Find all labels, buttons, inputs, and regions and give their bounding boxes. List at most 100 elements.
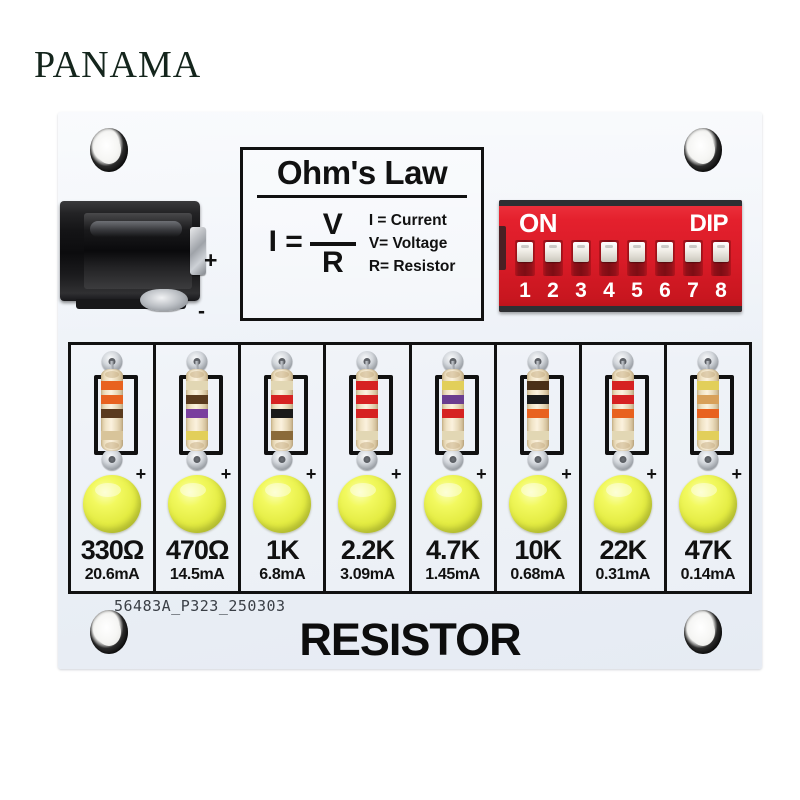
color-band-3 <box>186 409 209 418</box>
resistance-label: 2.2K <box>340 535 395 565</box>
led-anode-marker: + <box>561 464 572 484</box>
ohms-law-legend: I = Current V= Voltage R= Resistor <box>369 210 456 279</box>
legend-item-voltage: V= Voltage <box>368 234 448 252</box>
ohms-law-panel: Ohm's Law I = V R I = Current V= Voltage… <box>240 147 484 321</box>
dc-jack-pin-positive <box>190 227 206 275</box>
resistance-label: 330Ω <box>80 535 145 565</box>
dip-switch-1[interactable] <box>515 240 535 276</box>
resistor-body <box>271 369 294 451</box>
dip-top-edge <box>499 200 742 206</box>
color-band-3 <box>611 409 634 418</box>
polarity-minus-label: - <box>198 300 205 323</box>
formula-numerator: V <box>322 207 343 241</box>
led-anode-marker: + <box>476 464 487 484</box>
resistor-470Ω <box>169 351 225 471</box>
dc-jack-highlight <box>90 221 182 237</box>
color-band-3 <box>356 409 379 418</box>
solder-pad-bottom <box>356 449 378 470</box>
current-label: 14.5mA <box>169 566 225 583</box>
solder-pad-bottom <box>612 449 634 470</box>
resistor-10K <box>510 351 566 471</box>
ohms-law-title: Ohm's Law <box>276 154 448 191</box>
board-serial-number: 56483A_P323_250303 <box>114 597 286 615</box>
color-band-2 <box>526 395 549 404</box>
solder-pad-bottom <box>442 449 464 470</box>
solder-pad-bottom <box>186 449 208 470</box>
dip-switch-4[interactable] <box>599 240 619 276</box>
current-label: 3.09mA <box>340 566 395 583</box>
mounting-hole-inner <box>691 618 715 646</box>
dip-switch-actuators <box>515 240 731 276</box>
led-indicator-1 <box>83 475 142 533</box>
led-indicator-4 <box>338 475 397 533</box>
dip-switch-knob <box>629 242 645 262</box>
dc-power-jack[interactable]: + - <box>54 197 217 322</box>
current-label: 20.6mA <box>84 566 140 583</box>
dip-type-label: DIP <box>689 210 728 237</box>
dip-number-label-2: 2 <box>547 279 559 302</box>
resistance-label: 470Ω <box>165 535 230 565</box>
color-band-1 <box>356 381 379 390</box>
resistor-body <box>441 369 464 451</box>
board-title: RESISTOR <box>299 614 521 665</box>
dc-jack-body <box>60 201 200 309</box>
dip-switch-knob <box>713 242 729 262</box>
resistor-body <box>186 369 209 451</box>
dip-switch-2[interactable] <box>543 240 563 276</box>
solder-pad-bottom <box>527 449 549 470</box>
solder-pad-bottom <box>697 449 719 470</box>
color-band-4 <box>186 431 209 440</box>
dip-left-notch <box>499 226 506 270</box>
dip-switch-3[interactable] <box>571 240 591 276</box>
resistance-label: 4.7K <box>426 535 480 565</box>
dip-bottom-edge <box>499 306 742 312</box>
led-indicator-6 <box>508 475 567 533</box>
led-anode-marker: + <box>220 464 232 484</box>
dip-switch-5[interactable] <box>627 240 647 276</box>
legend-item-resistor: R= Resistor <box>368 257 456 275</box>
mounting-hole-bottom-right <box>684 610 722 654</box>
led-indicator-5 <box>423 475 482 533</box>
led-indicator-8 <box>678 475 737 533</box>
resistance-label: 47K <box>684 535 733 565</box>
color-band-1 <box>101 381 124 390</box>
formula-lhs: I = <box>268 225 303 259</box>
led-anode-marker: + <box>646 464 657 484</box>
color-band-2 <box>101 395 124 404</box>
dip-switch-7[interactable] <box>683 240 703 276</box>
color-band-1 <box>441 381 464 390</box>
color-band-2 <box>271 395 294 404</box>
resistor-lead-top <box>621 361 625 373</box>
mounting-hole-inner <box>691 136 715 164</box>
dip-switch-knob <box>657 242 673 262</box>
led-anode-marker: + <box>135 464 147 484</box>
solder-pad-bottom <box>271 449 293 470</box>
formula-fraction-bar <box>309 242 356 247</box>
led-anode-marker: + <box>731 464 742 484</box>
dip-number-label-1: 1 <box>519 279 531 302</box>
dip-switch-8[interactable] <box>711 240 731 276</box>
resistance-label: 1K <box>266 535 300 565</box>
color-band-2 <box>696 395 719 404</box>
legend-item-current: I = Current <box>368 211 447 229</box>
color-band-1 <box>186 381 209 390</box>
color-band-3 <box>526 409 549 418</box>
led-anode-marker: + <box>390 464 402 484</box>
resistor-lead-top <box>110 361 114 373</box>
dc-jack-barrel <box>84 213 192 289</box>
resistance-label: 22K <box>599 535 648 565</box>
dc-jack-foot <box>76 299 186 309</box>
color-band-2 <box>611 395 634 404</box>
resistor-body <box>611 369 634 451</box>
color-band-1 <box>696 381 719 390</box>
color-band-4 <box>356 431 379 440</box>
color-band-2 <box>441 395 464 404</box>
dip-switch-6[interactable] <box>655 240 675 276</box>
resistor-body <box>101 369 124 451</box>
resistor-lead-top <box>365 361 369 373</box>
